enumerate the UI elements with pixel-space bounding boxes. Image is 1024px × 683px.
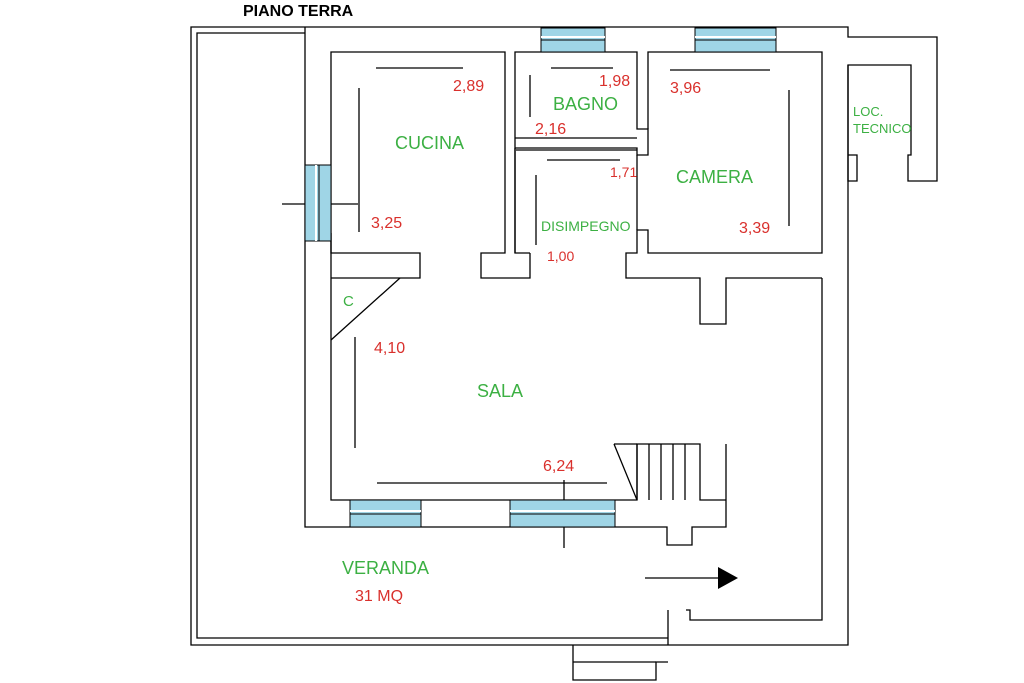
window-sala-1 (349, 499, 422, 528)
window-sala-2 (509, 499, 616, 528)
room-label-tecnico: TECNICO (853, 121, 912, 136)
dim-sala-w: 6,24 (543, 458, 574, 475)
room-label-camera: CAMERA (676, 167, 753, 187)
stairs-icon (613, 443, 686, 501)
disimpegno-wall (514, 148, 530, 254)
kitchen-south-wall (330, 233, 421, 279)
dim-cucina-h: 3,25 (371, 215, 402, 232)
sala-wall (330, 278, 726, 501)
room-label-sala: SALA (477, 381, 523, 401)
dim-disimpegno-h: 1,00 (547, 248, 574, 264)
camera-wall (625, 51, 823, 325)
loc-tecnico-wall (847, 65, 858, 182)
veranda-east-wall (686, 278, 823, 621)
window-cucina (304, 164, 332, 242)
dim-camera-h: 3,39 (739, 220, 770, 237)
outer-boundary (190, 26, 938, 646)
room-labels: CUCINA BAGNO CAMERA DISIMPEGNO SALA VERA… (342, 94, 912, 578)
arrow-right-icon (645, 567, 738, 589)
room-label-veranda: VERANDA (342, 558, 429, 578)
closet-diagonal (330, 277, 401, 341)
room-label-disimpegno: DISIMPEGNO (541, 218, 631, 234)
room-label-closet: C (343, 293, 354, 310)
plan-title: PIANO TERRA (243, 3, 354, 20)
dim-bagno-w: 1,98 (599, 73, 630, 90)
outside-step (572, 645, 668, 681)
window-bagno (540, 27, 606, 53)
dim-camera-w: 3,96 (670, 80, 701, 97)
dimension-labels: 2,89 3,25 1,98 2,16 3,96 3,39 1,71 1,00 … (355, 73, 770, 605)
room-label-bagno: BAGNO (553, 94, 618, 114)
veranda-area: 31 MQ (355, 588, 403, 605)
kitchen-wall (330, 51, 531, 279)
room-label-loc: LOC. (853, 104, 883, 119)
dim-cucina-w: 2,89 (453, 78, 484, 95)
room-label-cucina: CUCINA (395, 133, 464, 153)
dim-disimpegno-w: 1,71 (610, 164, 637, 180)
windows (304, 27, 777, 528)
dim-sala-h: 4,10 (374, 340, 405, 357)
window-camera (694, 27, 777, 53)
dim-bagno-h: 2,16 (535, 121, 566, 138)
outer-boundary-inner (196, 32, 668, 639)
